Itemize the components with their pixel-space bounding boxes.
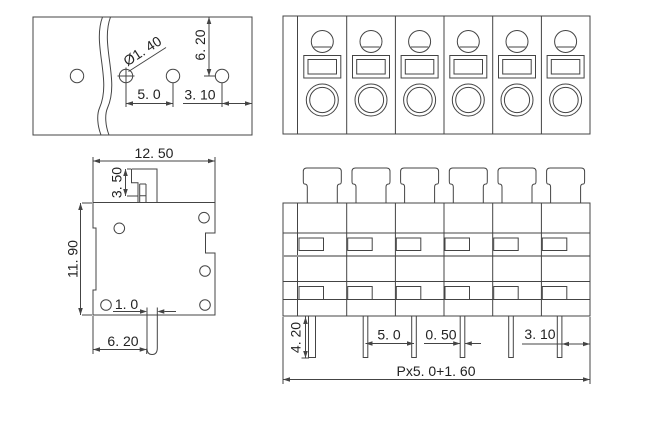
front-dimension-arrows (283, 317, 590, 382)
dim-pcb-pitch: 5. 0 (137, 86, 161, 102)
side-view: 12. 50 3. 50 11. 90 1. 0 6. 20 (65, 145, 216, 356)
dim-pcb-hole-diameter: Ø1. 40 (120, 33, 164, 69)
dim-side-pin-offset: 6. 20 (107, 333, 138, 349)
pcb-outline (32, 16, 253, 136)
side-dimension-lines (80, 157, 216, 354)
dim-front-pin-length: 4. 20 (288, 322, 304, 353)
dim-side-body-height: 11. 90 (65, 240, 81, 278)
solder-pin-side (146, 315, 158, 356)
front-view: 4. 20 5. 0 0. 50 3. 10 Px5. 0+1. 60 (282, 167, 591, 384)
dim-pcb-edge: 3. 10 (184, 87, 215, 103)
pcb-footprint-view: Ø1. 40 6. 20 5. 0 3. 10 (32, 16, 253, 136)
front-view-body (282, 202, 591, 317)
top-view (282, 15, 591, 135)
pcb-dimension-lines (125, 17, 252, 107)
dim-front-overall-width: Px5. 0+1. 60 (396, 363, 475, 379)
dim-pcb-vertical: 6. 20 (192, 29, 208, 60)
dim-front-pin-width: 0. 50 (425, 327, 456, 343)
dim-front-pitch: 5. 0 (377, 327, 401, 343)
side-dimension-arrows (78, 158, 215, 352)
side-view-body (92, 168, 216, 356)
top-view-body (282, 15, 591, 135)
dim-front-edge: 3. 10 (524, 326, 555, 342)
pcb-dimension-arrows (126, 17, 252, 106)
front-view-positions (298, 167, 591, 317)
dim-side-width: 12. 50 (135, 145, 174, 161)
break-lines (97, 16, 113, 136)
solder-pins-front (308, 315, 563, 358)
top-view-positions (303, 15, 591, 135)
dim-side-pin-width: 1. 0 (115, 296, 139, 312)
dim-side-button-height: 3. 50 (109, 167, 125, 198)
